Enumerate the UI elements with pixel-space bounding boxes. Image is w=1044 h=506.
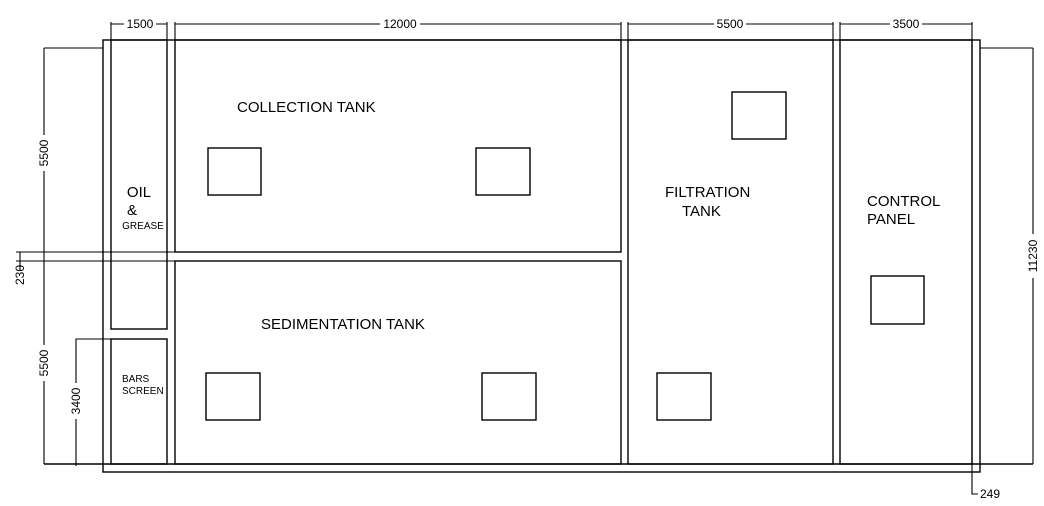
bars-screen-label-line2: SCREEN — [122, 386, 164, 397]
dim-wall-thickness: 230 — [13, 265, 27, 285]
dim-sedimentation-height: 5500 — [37, 349, 51, 376]
dim-label-bg — [37, 345, 51, 381]
filtration-opening-bottom — [656, 372, 712, 421]
control-panel-room — [839, 39, 973, 465]
sedimentation-tank — [174, 260, 622, 465]
dim-control-width: 3500 — [893, 17, 920, 31]
bars-screen-label-line1: BARS — [122, 374, 150, 385]
offset-dim-line — [971, 40, 978, 495]
control-panel-label-line2: PANEL — [867, 211, 915, 228]
dim-label-bg — [124, 17, 156, 31]
sedimentation-opening-1 — [205, 372, 261, 421]
oil-label-line2: & — [127, 202, 137, 219]
collection-opening-1 — [207, 147, 262, 196]
dim-label-bg — [1026, 234, 1040, 278]
filtration-opening-top — [731, 91, 787, 140]
dim-tanks-width: 12000 — [383, 17, 417, 31]
bars-screen-dim-bracket — [75, 338, 111, 466]
oil-grease-chamber — [110, 39, 168, 330]
sedimentation-tank-label: SEDIMENTATION TANK — [261, 316, 425, 333]
dim-total-height: 11230 — [1026, 239, 1040, 272]
dim-label-bg — [37, 135, 51, 171]
dim-filtration-width: 5500 — [717, 17, 744, 31]
dim-collection-height: 5500 — [37, 139, 51, 166]
filtration-tank — [627, 39, 834, 465]
oil-label-line3: GREASE — [122, 221, 164, 232]
dim-label-bg — [380, 17, 420, 31]
collection-tank-label: COLLECTION TANK — [237, 99, 376, 116]
dim-bars-screen-height: 3400 — [69, 387, 83, 414]
collection-opening-2 — [475, 147, 531, 196]
outer-wall — [102, 39, 981, 473]
collection-tank — [174, 39, 622, 253]
bars-screen-chamber — [110, 338, 168, 465]
dim-bottom-offset: 249 — [980, 487, 1000, 501]
dim-oil-width: 1500 — [127, 17, 154, 31]
dim-label-bg — [890, 17, 922, 31]
dim-label-bg — [69, 383, 83, 419]
control-panel-box — [870, 275, 925, 325]
oil-label-line1: OIL — [127, 184, 151, 201]
filtration-label-line2: TANK — [682, 203, 721, 220]
dim-label-bg — [714, 17, 746, 31]
sedimentation-opening-2 — [481, 372, 537, 421]
filtration-label-line1: FILTRATION — [665, 184, 750, 201]
control-panel-label-line1: CONTROL — [867, 193, 940, 210]
